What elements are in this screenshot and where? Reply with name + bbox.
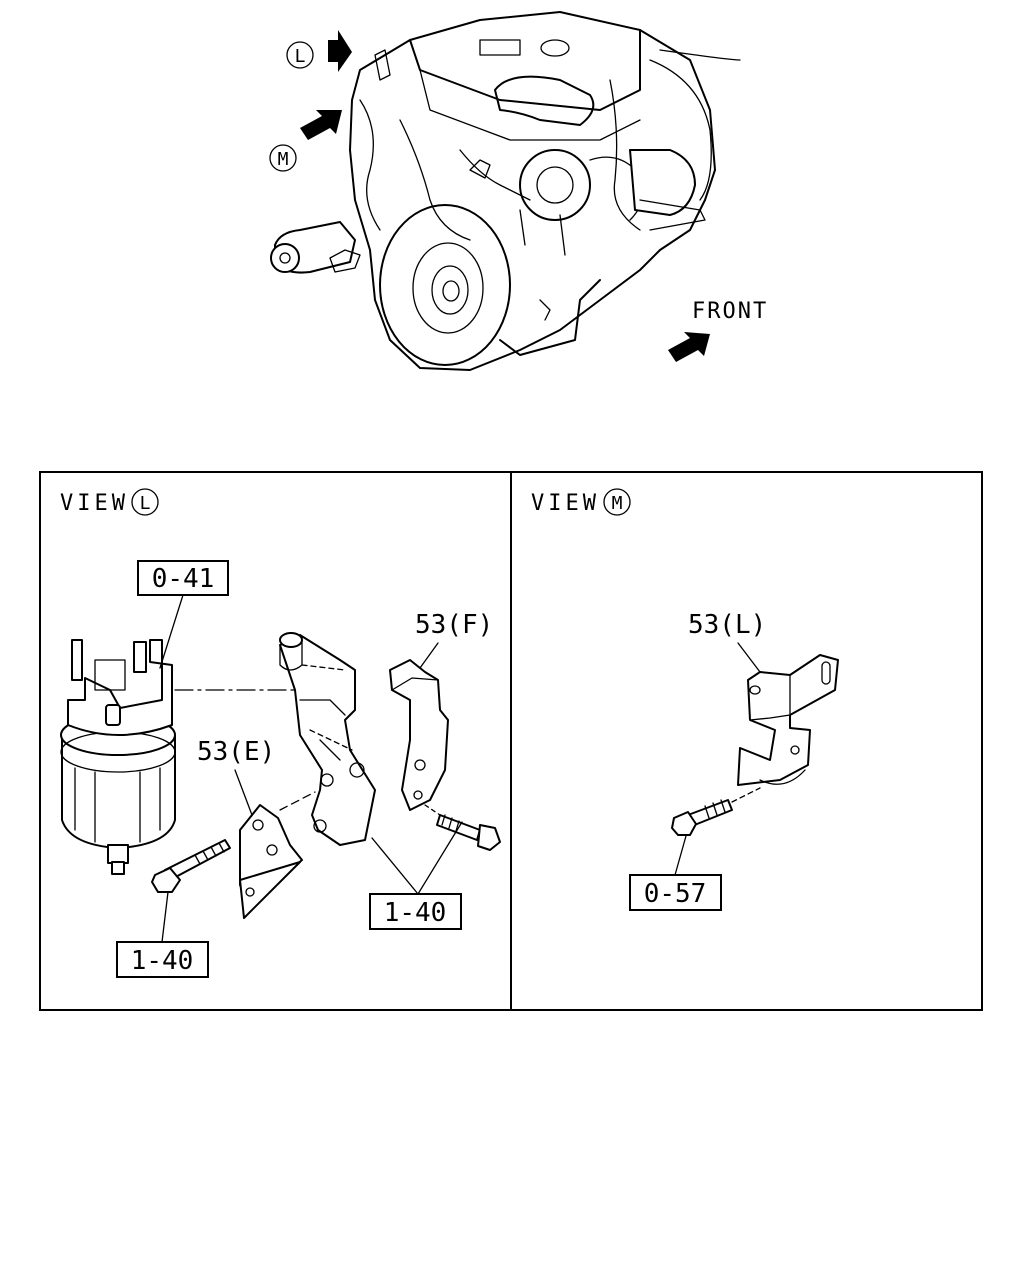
label-bolt-left: 1-40 (131, 946, 194, 976)
view-l-callout: L (286, 30, 352, 72)
view-m-callout-letter: M (278, 149, 289, 170)
label-bracket-53l: 53(L) (688, 610, 766, 640)
mount-bracket (279, 632, 376, 846)
arrow-right-icon (328, 30, 352, 72)
front-indicator: FRONT (668, 299, 768, 362)
fuel-filter (60, 639, 176, 875)
view-m-callout: M (269, 110, 342, 172)
bolt-right (424, 804, 501, 851)
bracket-53l (737, 654, 839, 786)
bracket-53e (239, 804, 303, 919)
label-bracket-53f: 53(F) (415, 610, 493, 640)
label-bolt-right: 1-40 (384, 898, 447, 928)
front-label: FRONT (692, 299, 768, 324)
bolt-left (151, 839, 231, 893)
view-l-callout-letter: L (295, 46, 306, 67)
view-m-title-letter: M (612, 493, 623, 514)
view-l-title: VIEW (60, 491, 129, 516)
view-m-title: VIEW (531, 491, 600, 516)
label-box-bolt-m (629, 874, 722, 911)
view-l-title-letter: L (140, 493, 151, 514)
bolt-m (671, 787, 761, 836)
engine-illustration (270, 11, 741, 371)
label-filter: 0-41 (152, 564, 215, 594)
label-bolt-m: 0-57 (644, 879, 707, 909)
label-box-bolt-right (369, 893, 462, 930)
view-l-panel: VIEW L 0-41 (60, 488, 501, 978)
view-m-panel: VIEW M 53(L) 0-57 (531, 488, 839, 911)
label-box-bolt-left (116, 941, 209, 978)
label-box-filter (137, 560, 229, 596)
label-bracket-53e: 53(E) (197, 737, 275, 767)
front-arrow-icon (668, 332, 710, 362)
arrow-upper-right-icon (300, 110, 342, 140)
bracket-53f (389, 659, 449, 811)
